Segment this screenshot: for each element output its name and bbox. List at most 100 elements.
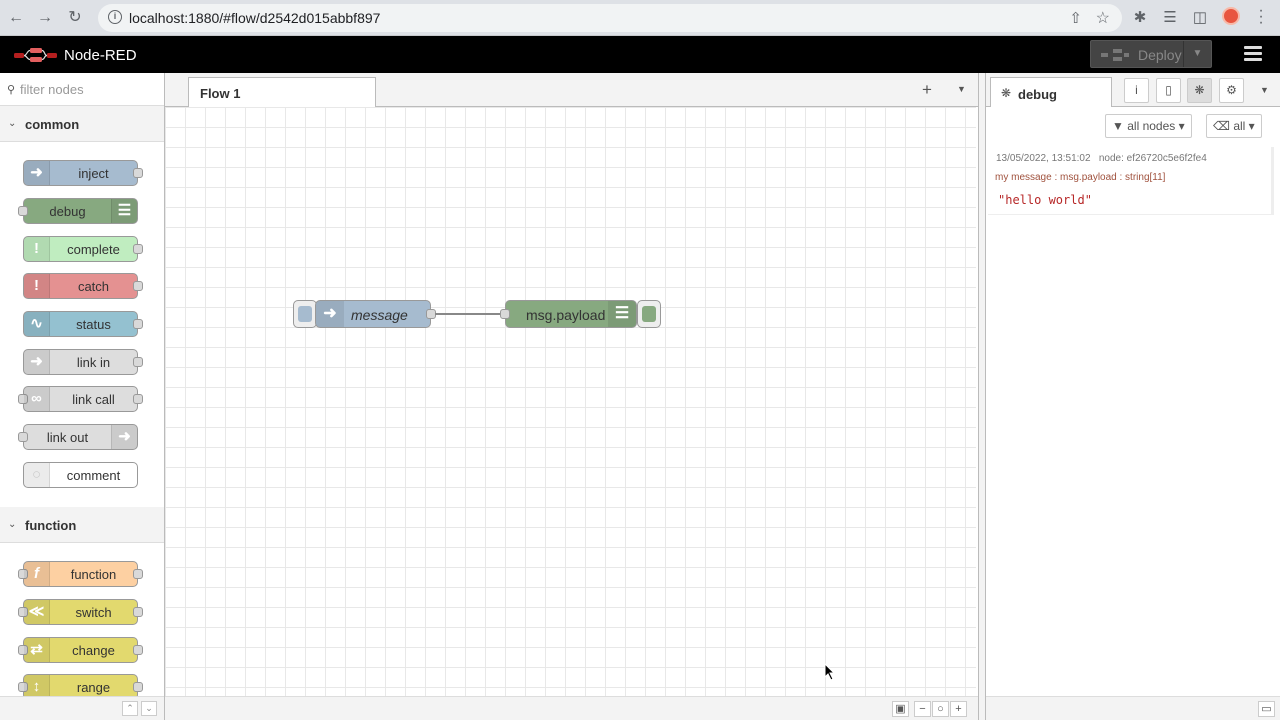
help-book-icon[interactable]: ▯ [1156,78,1181,103]
output-port [133,569,143,579]
palette-node-change[interactable]: ⇄ change [18,637,143,663]
extensions-icon[interactable]: ✱ [1133,9,1147,26]
palette-node-link-in[interactable]: ➜ link in [23,349,143,375]
url-text[interactable]: localhost:1880/#flow/d2542d015abbf897 [129,10,381,26]
filter-icon: ▼ [1112,119,1124,133]
chevron-down-icon: ⌄ [8,519,17,530]
palette-node-inject[interactable]: ➜ inject [23,160,143,186]
sidebar-footer: ▭ [986,696,1280,720]
zoom-out-icon[interactable]: − [914,701,931,717]
palette-filter-input[interactable]: filter nodes [20,82,84,97]
flow-node-message[interactable]: ➜ message [315,300,436,328]
tab-label: Flow 1 [200,86,241,101]
flow-wire[interactable] [435,313,505,315]
gear-icon[interactable]: ⚙ [1219,78,1244,103]
zoom-reset-icon[interactable]: ○ [932,701,949,717]
change-icon: ⇄ [24,638,50,662]
chevron-down-icon: ⌄ [8,118,17,129]
output-port [133,168,143,178]
workspace-footer: ▣ − ○ + [165,696,978,720]
palette-node-link-out[interactable]: link out ➜ [18,424,138,450]
deploy-menu-chevron-icon[interactable]: ▼ [1183,41,1211,67]
info-icon[interactable]: i [1124,78,1149,103]
trash-icon: ⌫ [1213,119,1230,133]
palette-node-switch[interactable]: ≪ switch [18,599,143,625]
palette-node-label: inject [78,166,109,181]
switch-icon: ≪ [24,600,50,624]
category-label: function [25,518,77,533]
back-icon[interactable]: ← [8,9,24,26]
side-panel-icon[interactable]: ◫ [1192,9,1208,26]
forward-icon[interactable]: → [37,9,53,26]
workspace: Flow 1 + ▼ ➜ message msg.payload ☰ ▣ − ○… [165,73,978,720]
palette-node-function[interactable]: f function [18,561,143,587]
zoom-in-icon[interactable]: + [950,701,967,717]
chevron-down-icon: ▾ [1248,119,1255,133]
browser-toolbar: ← → ↻ i localhost:1880/#flow/d2542d015ab… [0,0,1280,36]
sidebar-tabs: ❋ debug i ▯ ❋ ⚙ ▼ [986,73,1280,108]
palette-node-label: complete [67,242,120,257]
flow-canvas[interactable]: ➜ message msg.payload ☰ [165,107,976,696]
clear-label: all [1233,119,1246,133]
deploy-icon [1101,49,1129,61]
filter-label: all nodes [1127,119,1176,133]
browser-menu-icon[interactable]: ··· [1258,2,1264,31]
pulse-icon: ∿ [24,312,50,336]
profile-avatar-icon[interactable] [1222,7,1240,25]
navigator-map-icon[interactable]: ▣ [892,701,909,717]
debug-filter-button[interactable]: ▼ all nodes ▾ [1105,114,1192,138]
debug-message-payload[interactable]: "hello world" [998,193,1092,207]
collapse-all-icon[interactable]: ⌃ [122,701,138,716]
debug-toggle-button[interactable] [637,300,661,328]
palette-footer: ⌃ ⌄ [0,696,164,720]
clear-debug-button[interactable]: ⌫ all ▾ [1206,114,1262,138]
deploy-label: Deploy [1138,47,1182,63]
mouse-cursor-icon [824,663,836,681]
link-call-icon: ∞ [24,387,50,411]
palette-node-status[interactable]: ∿ status [23,311,143,337]
inject-arrow-icon: ➜ [316,301,344,327]
palette-node-label: comment [66,468,121,483]
palette-node-debug[interactable]: debug ☰ [18,198,138,224]
range-icon: ↕ [24,675,50,699]
add-flow-icon[interactable]: + [922,80,932,99]
bookmark-star-icon[interactable]: ☆ [1095,10,1110,27]
inject-trigger-button[interactable] [293,300,317,328]
flow-node-label: msg.payload [526,307,606,323]
input-port[interactable] [500,309,510,319]
debug-message-meta: 13/05/2022, 13:51:02 node: ef26720c5e6f2… [996,153,1207,164]
palette-node-catch[interactable]: ! catch [23,273,143,299]
flow-list-chevron-icon[interactable]: ▼ [957,84,966,94]
expand-all-icon[interactable]: ⌄ [141,701,157,716]
palette-node-label: range [76,680,111,695]
palette-node-comment[interactable]: ○ comment [23,462,138,488]
reading-list-icon[interactable]: ☰ [1163,9,1177,26]
category-common[interactable]: ⌄ common [0,106,164,142]
palette-node-link-call[interactable]: ∞ link call [18,386,143,412]
debug-toolbar: ▼ all nodes ▾ ⌫ all ▾ [986,107,1280,145]
flow-node-msg-payload[interactable]: msg.payload ☰ [500,300,637,328]
tab-debug[interactable]: ❋ debug [990,77,1112,108]
share-icon[interactable]: ⇧ [1069,10,1082,27]
debug-bug-icon[interactable]: ❋ [1187,78,1212,103]
reload-icon[interactable]: ↻ [68,9,82,26]
palette-node-label: function [70,567,117,582]
open-debug-window-icon[interactable]: ▭ [1258,701,1275,717]
input-port [18,206,28,216]
palette-node-label: change [72,643,115,658]
link-in-icon: ➜ [24,350,50,374]
deploy-button[interactable]: Deploy ▼ [1090,40,1212,68]
debug-node-id[interactable]: node: ef26720c5e6f2fe4 [1098,153,1207,164]
output-port [133,645,143,655]
address-bar[interactable]: i localhost:1880/#flow/d2542d015abbf897 … [98,4,1122,32]
main-menu-icon[interactable] [1244,46,1262,61]
tab-flow-1[interactable]: Flow 1 [188,77,376,108]
category-function[interactable]: ⌄ function [0,507,164,543]
sidebar-resize-handle[interactable] [978,73,986,720]
debug-message[interactable]: 13/05/2022, 13:51:02 node: ef26720c5e6f2… [988,147,1274,215]
site-info-icon[interactable]: i [108,10,122,24]
comment-icon: ○ [24,463,50,487]
node-palette: ⚲ filter nodes ⌄ common ➜ inject debug ☰… [0,73,165,720]
palette-node-complete[interactable]: ! complete [23,236,143,262]
sidebar-menu-chevron-icon[interactable]: ▼ [1260,85,1269,95]
